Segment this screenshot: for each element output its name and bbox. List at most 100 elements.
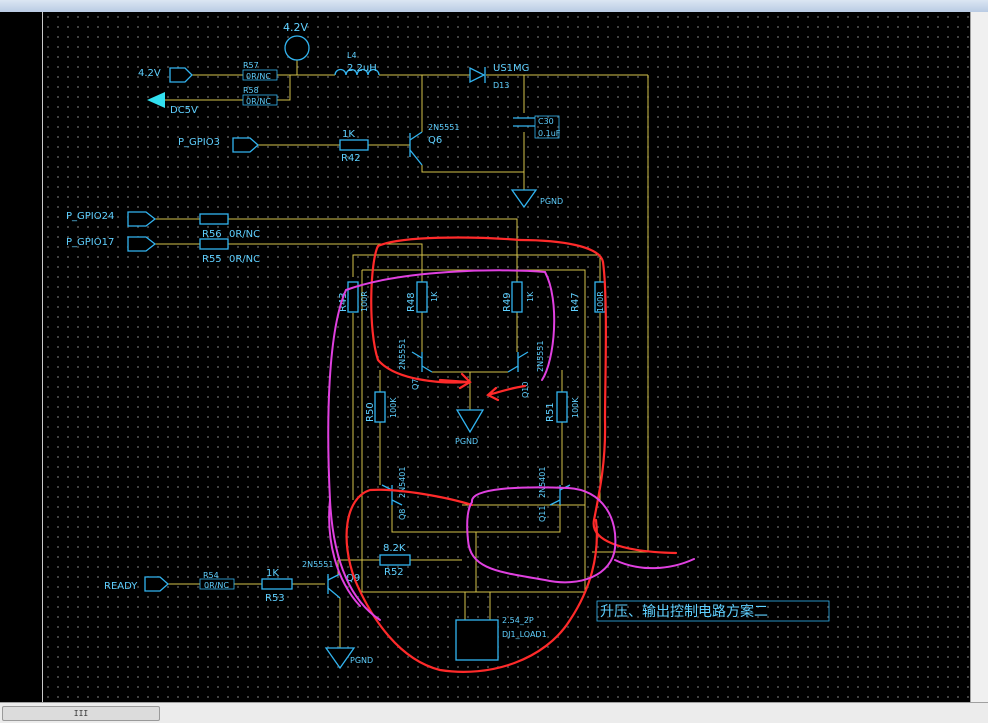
- port-p-gpio3: P_GPIO3: [178, 137, 259, 153]
- svg-text:R58: R58: [243, 86, 259, 95]
- svg-text:R57: R57: [243, 61, 259, 70]
- svg-text:2N5401: 2N5401: [398, 467, 407, 498]
- magenta-markup: [327, 269, 695, 621]
- svg-text:L4: L4: [347, 51, 357, 60]
- svg-text:1K: 1K: [266, 568, 279, 579]
- svg-text:2N5551: 2N5551: [536, 341, 545, 372]
- svg-text:R53: R53: [265, 593, 285, 604]
- transistor-q7: 2N5551 Q7: [398, 339, 433, 390]
- svg-text:P_GPIO17: P_GPIO17: [66, 237, 114, 248]
- ground-pgnd-1: PGND: [510, 189, 563, 209]
- svg-text:Q10: Q10: [521, 382, 530, 398]
- svg-text:0R/NC: 0R/NC: [204, 581, 229, 590]
- svg-text:2.54_2P: 2.54_2P: [502, 616, 534, 625]
- svg-text:DJ1_LOAD1: DJ1_LOAD1: [502, 630, 547, 639]
- red-markup: [345, 236, 678, 673]
- svg-text:100K: 100K: [389, 397, 398, 418]
- svg-text:D13: D13: [493, 81, 509, 90]
- power-symbol-4v2: 4.2V: [283, 21, 310, 61]
- left-panel: [0, 12, 43, 702]
- resistor-r53: 1K R53: [261, 568, 293, 604]
- svg-text:R55: R55: [202, 254, 222, 265]
- capacitor-c30: C30 0.1uF: [513, 115, 561, 139]
- resistor-r42: 1K R42: [339, 129, 369, 164]
- annotation-label: 升压、输出控制电路方案二: [596, 600, 830, 622]
- svg-text:PGND: PGND: [540, 197, 563, 206]
- svg-text:PGND: PGND: [455, 437, 478, 446]
- svg-text:100R: 100R: [360, 291, 369, 312]
- svg-text:1K: 1K: [526, 291, 535, 302]
- svg-text:100K: 100K: [571, 397, 580, 418]
- svg-text:Q7: Q7: [411, 379, 420, 390]
- resistor-r52: 8.2K R52: [379, 543, 411, 578]
- resistor-r54: R54 0R/NC: [199, 571, 235, 590]
- resistor-r58: R58 0R/NC: [242, 86, 278, 106]
- horizontal-scrollbar[interactable]: III: [0, 702, 988, 723]
- port-dc5v: DC5V: [147, 92, 198, 116]
- svg-text:R49: R49: [502, 292, 513, 312]
- svg-text:4.2V: 4.2V: [283, 21, 308, 34]
- svg-text:100R: 100R: [596, 291, 605, 312]
- ground-pgnd-3: PGND: [324, 647, 373, 670]
- svg-text:R54: R54: [203, 571, 219, 580]
- svg-text:R52: R52: [384, 567, 404, 578]
- svg-text:R51: R51: [545, 402, 556, 422]
- port-ready: READY: [104, 576, 169, 592]
- svg-text:升压、输出控制电路方案二: 升压、输出控制电路方案二: [600, 603, 768, 620]
- svg-text:R43: R43: [338, 292, 349, 312]
- svg-text:Q9: Q9: [346, 573, 360, 584]
- transistor-q10: 2N5551 Q10: [507, 341, 545, 398]
- horizontal-scroll-thumb[interactable]: III: [2, 706, 160, 721]
- svg-text:2N5551: 2N5551: [398, 339, 407, 370]
- port-p-gpio24: P_GPIO24: [66, 211, 157, 227]
- svg-text:R50: R50: [365, 402, 376, 422]
- transistor-q6: 2N5551 Q6: [409, 123, 459, 166]
- transistor-q9: 2N5551 Q9: [302, 560, 360, 599]
- svg-text:R48: R48: [406, 292, 417, 312]
- resistor-r57: R57 0R/NC: [242, 61, 278, 81]
- svg-text:1K: 1K: [342, 129, 355, 140]
- vertical-scrollbar[interactable]: [970, 12, 988, 702]
- transistor-q11: 2N5401 Q11: [538, 467, 571, 522]
- svg-text:2N5401: 2N5401: [538, 467, 547, 498]
- ground-pgnd-2: PGND: [455, 409, 485, 446]
- svg-text:DC5V: DC5V: [170, 105, 198, 116]
- svg-text:Q8: Q8: [398, 509, 407, 520]
- transistor-q8: 2N5401 Q8: [381, 467, 407, 520]
- svg-text:R56: R56: [202, 229, 222, 240]
- svg-text:US1MG: US1MG: [493, 63, 529, 74]
- resistor-r43: R43 100R: [338, 281, 369, 313]
- resistor-r56: R56 0R/NC: [199, 213, 260, 240]
- svg-text:R47: R47: [570, 292, 581, 312]
- resistor-r48: R48 1K: [406, 281, 439, 313]
- inductor-l4: L4 2.2uH: [334, 51, 380, 76]
- svg-text:1K: 1K: [430, 291, 439, 302]
- resistor-r47: R47 100R: [570, 281, 606, 313]
- resistor-r49: R49 1K: [502, 281, 535, 313]
- svg-text:0R/NC: 0R/NC: [229, 229, 260, 240]
- svg-text:0R/NC: 0R/NC: [229, 254, 260, 265]
- svg-text:8.2K: 8.2K: [383, 543, 406, 554]
- port-4v2: 4.2V: [138, 67, 193, 83]
- resistor-r55: R55 0R/NC: [199, 238, 260, 265]
- svg-text:R42: R42: [341, 153, 361, 164]
- svg-text:2.2uH: 2.2uH: [347, 63, 377, 74]
- svg-text:P_GPIO3: P_GPIO3: [178, 137, 220, 148]
- diode-d13: US1MG D13: [469, 63, 529, 90]
- svg-text:C30: C30: [538, 117, 554, 126]
- resistor-r51: R51 100K: [545, 391, 580, 423]
- svg-text:0R/NC: 0R/NC: [246, 97, 271, 106]
- svg-text:P_GPIO24: P_GPIO24: [66, 211, 114, 222]
- connector-dj1-load1: 2.54_2P DJ1_LOAD1: [455, 616, 547, 661]
- svg-text:Q11: Q11: [538, 506, 547, 522]
- resistor-r50: R50 100K: [365, 391, 398, 423]
- svg-text:READY: READY: [104, 581, 138, 592]
- schematic-canvas[interactable]: 4.2V 4.2V DC5V R57 0R/NC R58 0R/NC L4 2.…: [43, 12, 970, 702]
- svg-text:2N5551: 2N5551: [428, 123, 459, 132]
- svg-text:0.1uF: 0.1uF: [538, 129, 561, 138]
- svg-text:4.2V: 4.2V: [138, 68, 161, 79]
- svg-text:0R/NC: 0R/NC: [246, 72, 271, 81]
- port-p-gpio17: P_GPIO17: [66, 236, 157, 252]
- svg-text:PGND: PGND: [350, 656, 373, 665]
- svg-text:2N5551: 2N5551: [302, 560, 333, 569]
